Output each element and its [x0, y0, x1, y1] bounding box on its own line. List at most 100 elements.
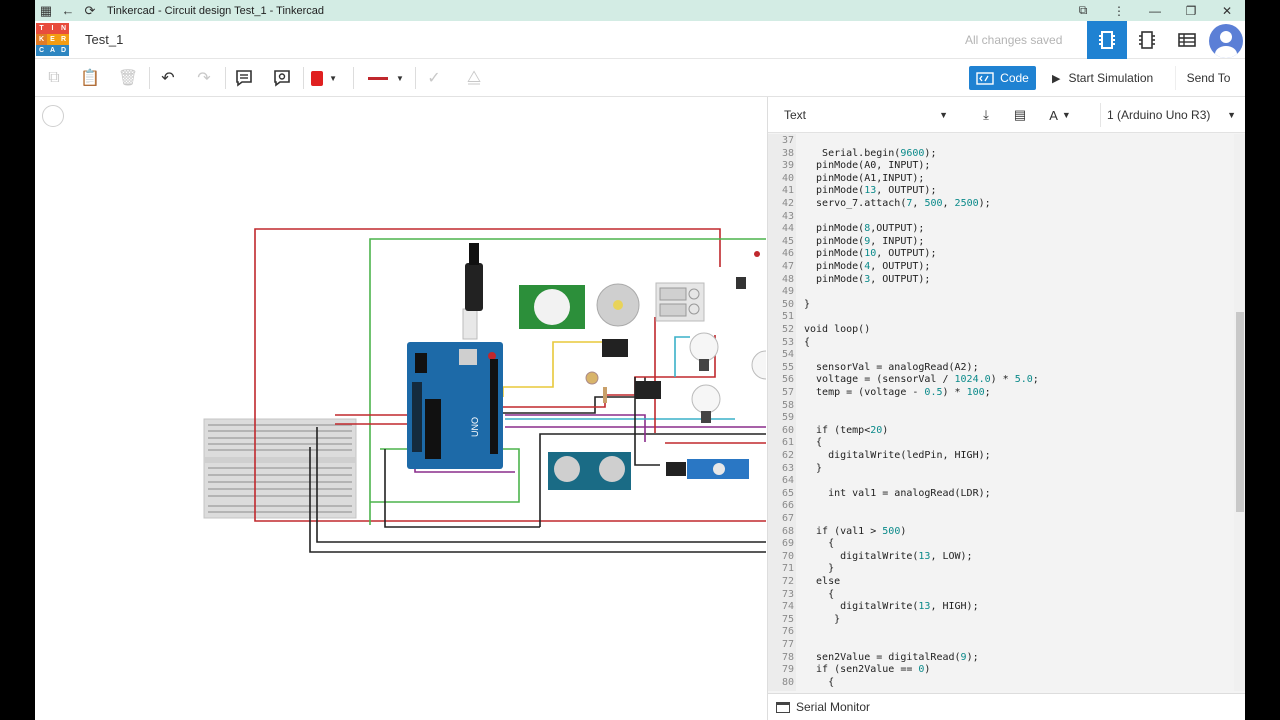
library-icon[interactable]: ▤ — [1013, 107, 1027, 122]
code-line[interactable]: 48 pinMode(3, OUTPUT); — [768, 274, 931, 287]
servo-motor[interactable] — [666, 459, 749, 479]
code-line[interactable]: 53{ — [768, 337, 810, 350]
ultrasonic-sensor[interactable] — [548, 452, 631, 490]
send-to-button[interactable]: Send To — [1175, 66, 1241, 90]
scroll-thumb[interactable] — [1236, 312, 1244, 512]
light-bulb-2[interactable] — [691, 384, 721, 423]
code-line[interactable]: 47 pinMode(4, OUTPUT); — [768, 261, 931, 274]
code-line[interactable]: 51 — [768, 311, 804, 324]
code-line[interactable]: 71 } — [768, 563, 834, 576]
redo-icon[interactable]: ↷ — [197, 70, 211, 87]
arduino-uno-board[interactable]: UNO — [407, 243, 503, 469]
circuit-canvas[interactable]: UNO — [35, 97, 766, 720]
code-line[interactable]: 79 if (sen2Value == 0) — [768, 664, 931, 677]
circuit-view-button[interactable] — [1087, 21, 1127, 59]
code-line[interactable]: 66 — [768, 500, 804, 513]
pir-sensor[interactable] — [519, 285, 585, 329]
code-line[interactable]: 67 — [768, 513, 804, 526]
code-line[interactable]: 57 temp = (voltage - 0.5) * 100; — [768, 387, 991, 400]
more-menu-icon[interactable]: ⋮ — [1113, 3, 1125, 18]
design-title[interactable]: Test_1 — [85, 32, 124, 47]
wires[interactable] — [254, 228, 766, 553]
code-line[interactable]: 44 pinMode(8,OUTPUT); — [768, 223, 924, 236]
paste-icon[interactable]: 📋 — [80, 70, 100, 87]
code-line[interactable]: 73 { — [768, 589, 834, 602]
code-line[interactable]: 70 digitalWrite(13, LOW); — [768, 551, 973, 564]
code-line[interactable]: 41 pinMode(13, OUTPUT); — [768, 185, 937, 198]
relay-module[interactable] — [655, 282, 705, 322]
code-line[interactable]: 69 { — [768, 538, 834, 551]
light-bulb-1[interactable] — [689, 332, 719, 371]
code-scrollbar[interactable] — [1234, 134, 1245, 691]
copy-icon[interactable]: ⧉ — [48, 69, 60, 86]
code-line[interactable]: 65 int val1 = analogRead(LDR); — [768, 488, 991, 501]
code-line[interactable]: 50} — [768, 299, 810, 312]
code-line[interactable]: 56 voltage = (sensorVal / 1024.0) * 5.0; — [768, 374, 1039, 387]
code-line[interactable]: 60 if (temp<20) — [768, 425, 888, 438]
visibility-icon[interactable] — [269, 65, 295, 91]
code-line[interactable]: 78 sen2Value = digitalRead(9); — [768, 652, 979, 665]
code-line[interactable]: 62 digitalWrite(ledPin, HIGH); — [768, 450, 991, 463]
maximize-button[interactable]: ❐ — [1185, 3, 1197, 18]
reload-icon[interactable]: ⟳ — [84, 2, 96, 18]
code-line[interactable]: 68 if (val1 > 500) — [768, 526, 906, 539]
undo-icon[interactable]: ↶ — [161, 70, 175, 87]
zoom-to-fit-icon[interactable] — [42, 105, 64, 127]
code-line[interactable]: 72 else — [768, 576, 840, 589]
component-list-button[interactable] — [1167, 21, 1207, 59]
code-line[interactable]: 45 pinMode(9, INPUT); — [768, 236, 924, 249]
flip-icon[interactable]: ⧋ — [466, 69, 482, 86]
download-icon[interactable]: ⤓ — [983, 107, 989, 122]
temperature-sensor[interactable] — [736, 277, 746, 289]
code-mode-select[interactable]: Text ▼ — [776, 103, 956, 127]
code-line[interactable]: 43 — [768, 211, 804, 224]
code-line[interactable]: 77 — [768, 639, 804, 652]
serial-monitor-toggle[interactable]: Serial Monitor — [768, 693, 1245, 720]
code-line[interactable]: 46 pinMode(10, OUTPUT); — [768, 248, 937, 261]
light-bulb-3[interactable] — [751, 350, 766, 380]
code-line[interactable]: 54 — [768, 349, 804, 362]
code-line[interactable]: 49 — [768, 286, 804, 299]
code-line[interactable]: 64 — [768, 475, 804, 488]
relay-1[interactable] — [602, 339, 628, 357]
code-line[interactable]: 58 — [768, 400, 804, 413]
code-line[interactable]: 39 pinMode(A0, INPUT); — [768, 160, 930, 173]
code-line[interactable]: 55 sensorVal = analogRead(A2); — [768, 362, 979, 375]
led[interactable] — [754, 251, 760, 257]
extensions-icon[interactable]: ⧉ — [1078, 3, 1088, 17]
code-line[interactable]: 37 — [768, 135, 804, 148]
minimize-button[interactable]: — — [1149, 3, 1161, 18]
relay-2[interactable] — [635, 381, 661, 399]
code-line[interactable]: 76 — [768, 626, 804, 639]
font-size-icon[interactable]: A▼ — [1049, 107, 1071, 123]
user-avatar[interactable] — [1209, 24, 1243, 58]
back-arrow-icon[interactable]: ← — [61, 3, 75, 18]
start-simulation-button[interactable]: ▶ Start Simulation — [1042, 66, 1163, 90]
code-line[interactable]: 74 digitalWrite(13, HIGH); — [768, 601, 979, 614]
delete-icon[interactable]: 🗑 — [117, 70, 139, 87]
code-line[interactable]: 61 { — [768, 437, 822, 450]
wire-type-picker[interactable]: ▼ — [363, 65, 409, 91]
close-button[interactable]: ✕ — [1221, 3, 1233, 18]
code-line[interactable]: 40 pinMode(A1,INPUT); — [768, 173, 924, 186]
wire-color-picker[interactable]: ▼ — [311, 65, 337, 91]
code-line[interactable]: 42 servo_7.attach(7, 500, 2500); — [768, 198, 991, 211]
board-select[interactable]: 1 (Arduino Uno R3) ▼ — [1100, 103, 1242, 127]
code-button[interactable]: Code — [969, 66, 1036, 90]
rotate-icon[interactable]: ✓ — [427, 70, 441, 87]
schematic-view-button[interactable] — [1127, 21, 1167, 59]
notes-icon[interactable] — [231, 65, 257, 91]
code-line[interactable]: 75 } — [768, 614, 840, 627]
resistor[interactable] — [603, 387, 607, 403]
code-line[interactable]: 80 { — [768, 677, 834, 690]
code-line[interactable]: 59 — [768, 412, 804, 425]
code-line[interactable]: 38 Serial.begin(9600); — [768, 148, 937, 161]
photoresistor[interactable] — [585, 371, 599, 385]
code-line[interactable]: 63 } — [768, 463, 822, 476]
line-number: 68 — [781, 525, 794, 537]
breadboard[interactable] — [203, 418, 357, 519]
dc-motor[interactable] — [596, 283, 640, 327]
